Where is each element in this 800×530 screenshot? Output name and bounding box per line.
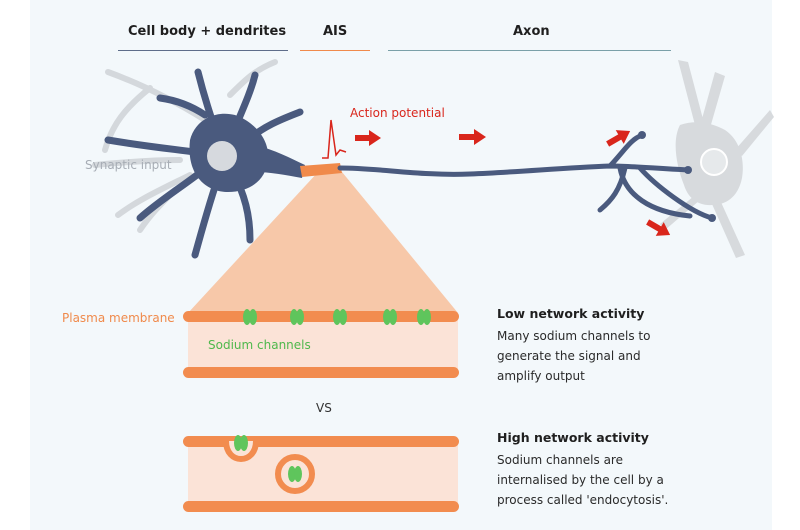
axon-terminal-1 [684,166,692,174]
axon-terminal-3 [638,131,646,139]
label-plasma-membrane: Plasma membrane [62,311,175,325]
action-potential-spike [322,119,347,159]
endocytosis-pit [223,440,259,462]
header-cell-body: Cell body + dendrites [128,24,287,39]
header-axon: Axon [513,24,550,39]
label-synaptic-input: Synaptic input [85,158,172,172]
plasma-membrane-bottom-lower [183,501,459,512]
sodium-channel-internalised [288,466,302,482]
axon-hillock [255,145,305,178]
target-nucleus [700,148,728,176]
sodium-channels-upper [243,309,431,325]
header-ais: AIS [323,24,348,39]
high-activity-title: High network activity [497,430,649,445]
label-vs: VS [316,401,332,415]
label-sodium-channels: Sodium channels [208,338,311,352]
high-activity-description: Sodium channels are internalised by the … [497,453,669,507]
red-arrows [355,129,671,236]
axon-terminal-2 [708,214,716,222]
ais-zoom-cone [188,172,458,313]
header-underline-cell-body [118,50,288,51]
low-activity-title: Low network activity [497,306,645,321]
header-underline-ais [300,50,370,51]
plasma-membrane-bottom [183,367,459,378]
axon [337,132,715,221]
ais-segment [300,163,342,177]
header-underline-axon [388,50,671,51]
sodium-channel-internalising [234,435,248,451]
label-action-potential: Action potential [350,106,445,120]
low-activity-description: Many sodium channels to generate the sig… [497,329,651,383]
membrane-fill-upper [188,318,458,373]
neuron-nucleus [207,141,237,171]
